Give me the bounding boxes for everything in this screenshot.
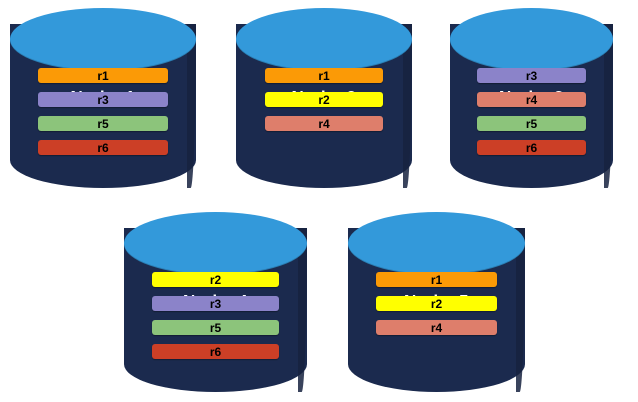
replica-label: r6	[525, 140, 538, 155]
replica-bar-r5[interactable]: r5	[152, 320, 279, 335]
replica-bar-r4[interactable]: r4	[376, 320, 497, 335]
replica-label: r4	[525, 92, 538, 107]
replica-label: r2	[209, 272, 222, 287]
replica-list-1: r1 r3 r5 r6	[38, 68, 168, 155]
replica-list-2: r1 r2 r4	[265, 68, 383, 131]
cylinder-edge-shade-3	[604, 24, 613, 188]
replica-bar-r5[interactable]: r5	[38, 116, 168, 131]
replica-label: r4	[430, 320, 443, 335]
replica-label: r6	[97, 140, 109, 155]
replica-label: r5	[525, 116, 538, 131]
replica-label: r1	[97, 68, 109, 83]
replica-bar-r4[interactable]: r4	[265, 116, 383, 131]
cylinder-top-ellipse-1	[10, 8, 196, 70]
replica-bar-r2[interactable]: r2	[152, 272, 279, 287]
replica-label: r2	[318, 92, 330, 107]
replica-label: r3	[209, 296, 222, 311]
replica-label: r5	[97, 116, 109, 131]
replica-bar-r2[interactable]: r2	[265, 92, 383, 107]
replica-bar-r3[interactable]: r3	[38, 92, 168, 107]
replica-list-3: r3 r4 r5 r6	[477, 68, 586, 155]
replica-bar-r2[interactable]: r2	[376, 296, 497, 311]
replica-label: r1	[430, 272, 443, 287]
replica-bar-r1[interactable]: r1	[38, 68, 168, 83]
replica-bar-r3[interactable]: r3	[152, 296, 279, 311]
cylinder-edge-shade-4	[298, 228, 307, 392]
replica-list-4: r2 r3 r5 r6	[152, 272, 279, 359]
replica-label: r4	[318, 116, 330, 131]
cylinder-top-ellipse-3	[450, 8, 613, 70]
cylinder-edge-shade-5	[516, 228, 525, 392]
replica-bar-r1[interactable]: r1	[265, 68, 383, 83]
replica-label: r1	[318, 68, 330, 83]
replica-bar-r6[interactable]: r6	[152, 344, 279, 359]
cylinder-edge-shade-1	[187, 24, 196, 188]
replica-bar-r1[interactable]: r1	[376, 272, 497, 287]
replica-bar-r6[interactable]: r6	[38, 140, 168, 155]
replica-label: r5	[209, 320, 222, 335]
replica-list-5: r1 r2 r4	[376, 272, 497, 335]
replica-bar-r5[interactable]: r5	[477, 116, 586, 131]
replica-label: r2	[430, 296, 443, 311]
cylinder-edge-shade-2	[403, 24, 412, 188]
replica-label: r3	[525, 68, 538, 83]
cylinder-top-ellipse-2	[236, 8, 412, 70]
replica-bar-r3[interactable]: r3	[477, 68, 586, 83]
replica-label: r6	[209, 344, 222, 359]
cylinder-top-ellipse-4	[124, 212, 307, 274]
replica-bar-r6[interactable]: r6	[477, 140, 586, 155]
replica-bar-r4[interactable]: r4	[477, 92, 586, 107]
cylinder-top-ellipse-5	[348, 212, 525, 274]
replica-label: r3	[97, 92, 109, 107]
